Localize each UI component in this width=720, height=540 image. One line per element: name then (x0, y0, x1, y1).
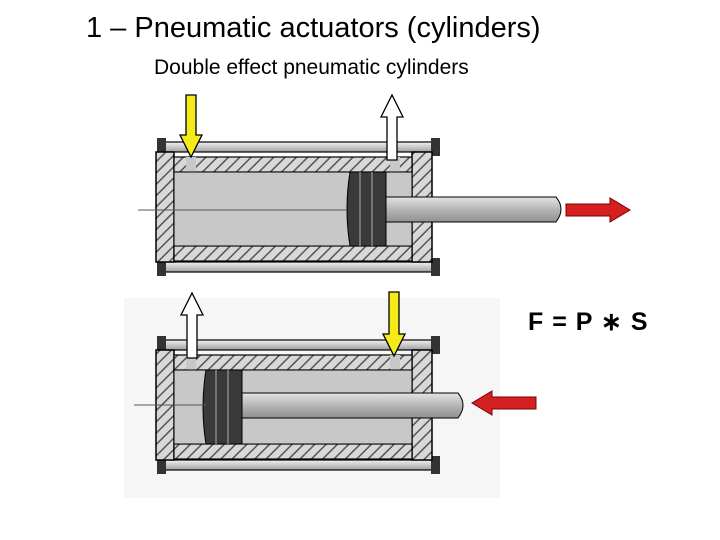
tie-rod (159, 261, 437, 273)
piston (202, 369, 243, 445)
barrel-wall-top (173, 156, 413, 173)
nut (431, 258, 440, 276)
port-left (186, 157, 196, 172)
nut (157, 258, 166, 276)
slide-title: 1 – Pneumatic actuators (cylinders) (86, 12, 541, 44)
supply-arrow (381, 291, 407, 358)
force-arrow (471, 390, 537, 416)
nut (157, 138, 166, 156)
nut (431, 456, 440, 474)
force-arrow (565, 197, 631, 223)
cylinder-extending (138, 93, 631, 276)
nut (157, 456, 166, 474)
nut (431, 138, 440, 156)
piston-rod (241, 392, 464, 419)
barrel-wall-bottom (173, 443, 413, 460)
barrel-wall-bottom (173, 245, 413, 262)
port-right (390, 355, 400, 370)
slide-subtitle: Double effect pneumatic cylinders (154, 56, 469, 79)
barrel-wall-top (173, 354, 413, 371)
nut (431, 336, 440, 354)
exhaust-arrow (179, 291, 205, 359)
end-cap-left (155, 151, 175, 263)
piston (346, 171, 387, 247)
port-left (186, 355, 196, 370)
force-formula: F = P ∗ S (528, 308, 649, 336)
exhaust-arrow (379, 93, 405, 161)
nut (157, 336, 166, 354)
tie-rod (159, 459, 437, 471)
piston-rod (385, 196, 562, 223)
supply-arrow (178, 94, 204, 159)
cylinder-retracting (124, 291, 537, 498)
port-right (390, 157, 400, 172)
